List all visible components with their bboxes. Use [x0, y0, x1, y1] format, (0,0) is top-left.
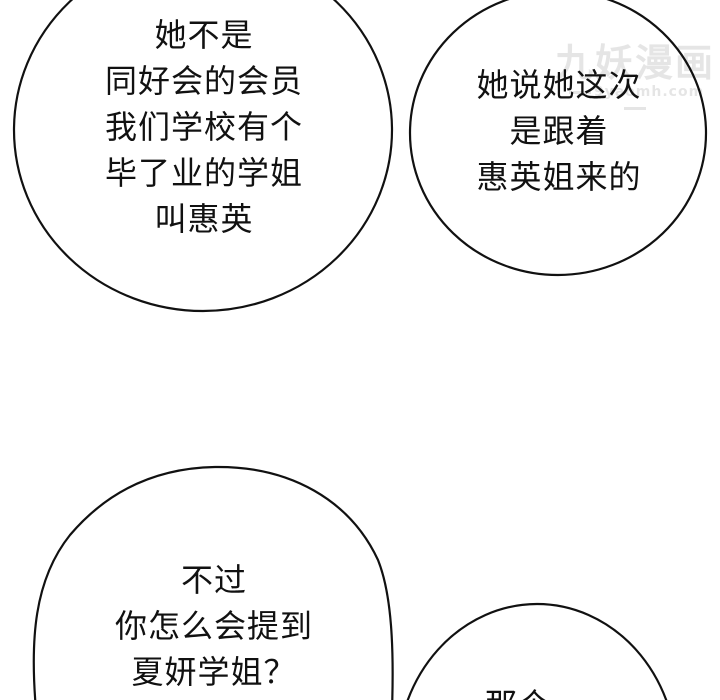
speech-bubble-3-outline [32, 465, 394, 700]
bubble-1-line-2: 同好会的会员 [104, 62, 303, 100]
speech-bubble-4-outline [406, 602, 668, 700]
bubble-2-line-2: 是跟着 [509, 112, 609, 150]
speech-bubble-1-outline [12, 0, 394, 313]
bubble-3-line-3: 夏妍学姐？ [131, 653, 297, 691]
bubble-3-line-1: 不过 [180, 561, 247, 599]
speech-bubble-2-text: 她说她这次 是跟着 惠英姐来的 [409, 62, 709, 200]
bubble-3-line-2: 你怎么会提到 [114, 607, 313, 645]
bubble-2-line-1: 她说她这次 [476, 66, 642, 104]
bubble-1-line-3: 我们学校有个 [104, 108, 303, 146]
bubble-1-line-1: 她不是 [154, 16, 254, 54]
bubble-2-line-3: 惠英姐来的 [476, 158, 642, 196]
bubble-1-line-4: 毕了业的学姐 [104, 154, 303, 192]
speech-bubble-2-outline [408, 0, 708, 277]
bubble-4-line-1: 那个 [418, 682, 618, 700]
speech-bubble-4-text: 那个 [418, 682, 618, 700]
speech-bubble-3-text: 不过 你怎么会提到 夏妍学姐？ [64, 557, 364, 695]
bubble-1-line-5: 叫惠英 [154, 200, 254, 238]
speech-bubble-1-text: 她不是 同好会的会员 我们学校有个 毕了业的学姐 叫惠英 [54, 12, 354, 242]
